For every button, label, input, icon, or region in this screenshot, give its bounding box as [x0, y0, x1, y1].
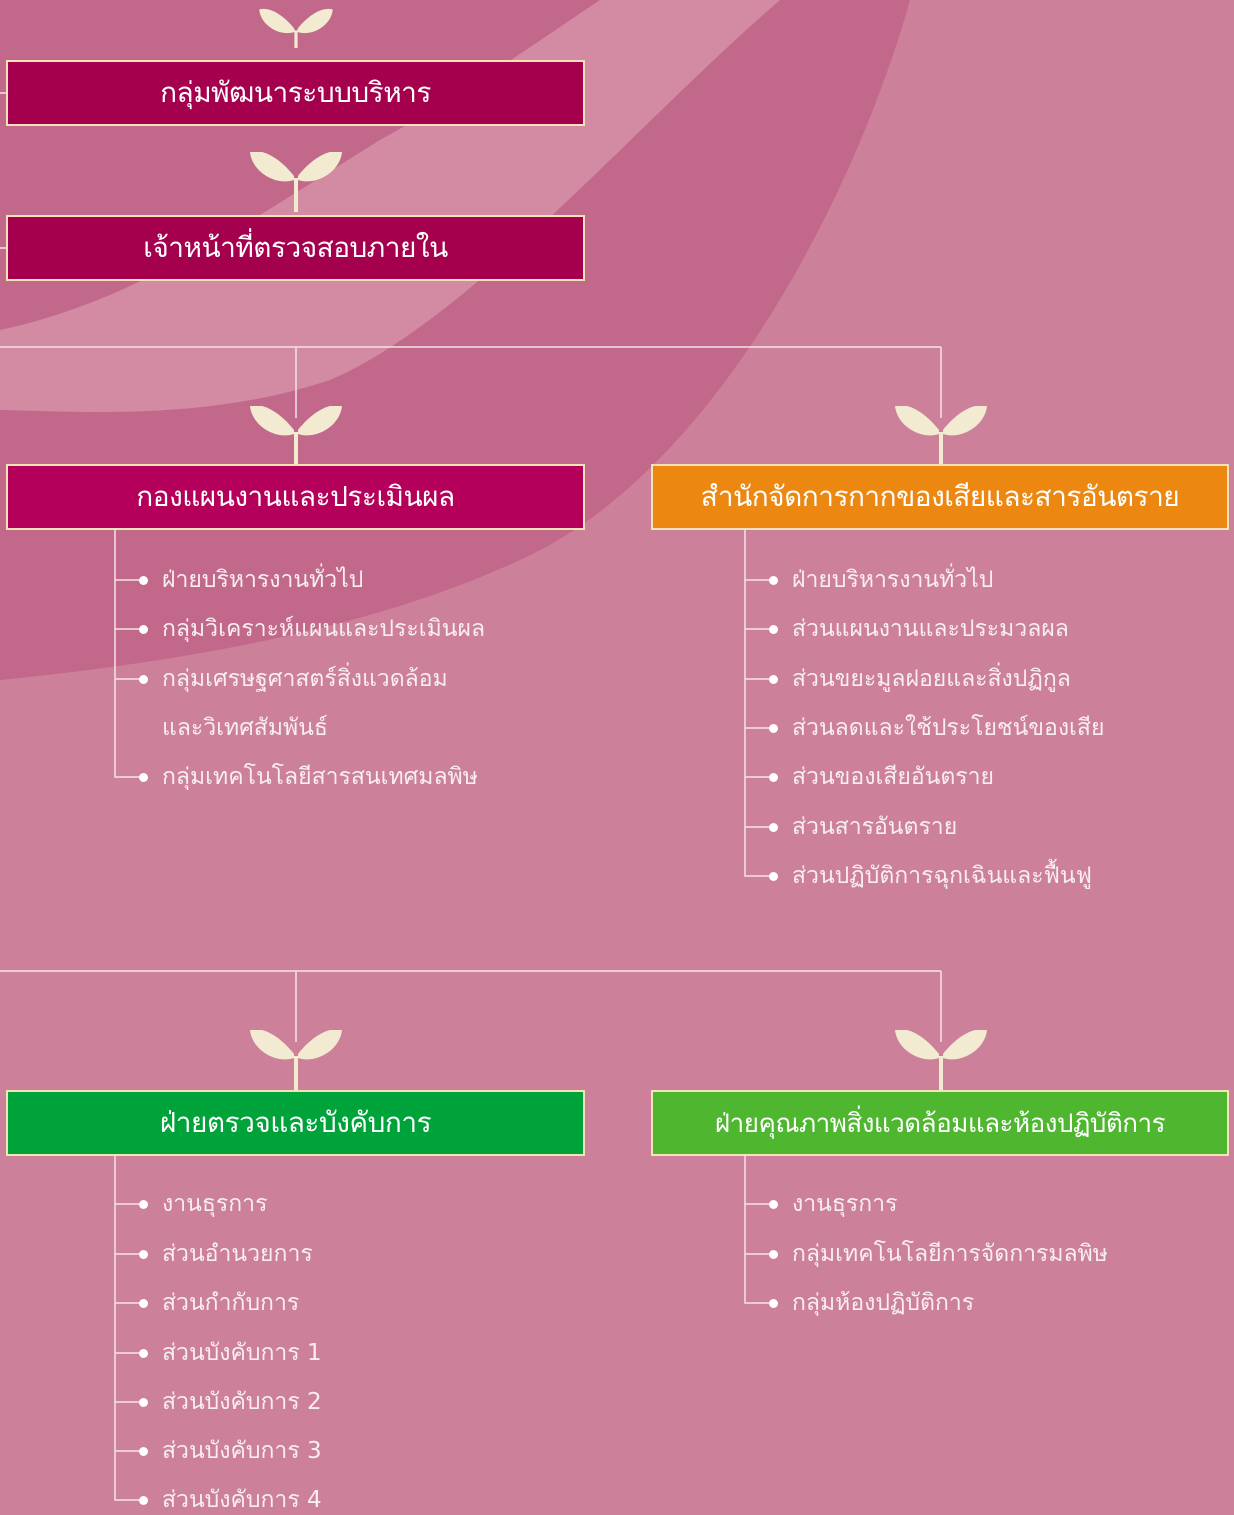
list-item: งานธุรการ [792, 1191, 898, 1217]
sprout-icon [250, 152, 342, 212]
bullet-dot [139, 1200, 148, 1209]
sprout-icon [895, 1030, 987, 1090]
list-item: ส่วนบังคับการ 2 [162, 1389, 322, 1415]
bullet-dot [139, 675, 148, 684]
unit-title: ฝ่ายตรวจและบังคับการ [159, 1106, 432, 1139]
unit-title: กองแผนงานและประเมินผล [136, 480, 455, 513]
bullet-dot [139, 1447, 148, 1456]
list-item: งานธุรการ [162, 1191, 268, 1217]
bullet-dot [769, 1299, 778, 1308]
list-item: ส่วนบังคับการ 4 [162, 1487, 322, 1513]
list-item: ส่วนแผนงานและประมวลผล [792, 616, 1069, 642]
sprout-icon [250, 406, 342, 466]
bullet-dot [139, 1250, 148, 1259]
bullet-dot [769, 724, 778, 733]
unit-box-admin-development: กลุ่มพัฒนาระบบบริหาร [6, 60, 585, 126]
connector-lines [0, 92, 942, 1501]
list-item: ส่วนปฏิบัติการฉุกเฉินและฟื้นฟู [792, 863, 1092, 889]
sprout-icon [895, 406, 987, 466]
unit-box-internal-audit: เจ้าหน้าที่ตรวจสอบภายใน [6, 215, 585, 281]
unit-box-waste-hazard: สำนักจัดการกากของเสียและสารอันตราย [651, 464, 1229, 530]
unit-title: เจ้าหน้าที่ตรวจสอบภายใน [143, 231, 448, 264]
bullet-dot [769, 1200, 778, 1209]
list-item: กลุ่มเทคโนโลยีสารสนเทศมลพิษ [162, 764, 478, 790]
list-item: กลุ่มเศรษฐศาสตร์สิ่งแวดล้อม [162, 666, 448, 692]
sprout-icon [259, 8, 333, 48]
swoosh-light [0, 0, 780, 412]
bullet-dot [769, 773, 778, 782]
list-item: ส่วนของเสียอันตราย [792, 764, 995, 790]
list-item: กลุ่มเทคโนโลยีการจัดการมลพิษ [792, 1241, 1108, 1267]
unit-title: ฝ่ายคุณภาพสิ่งแวดล้อมและห้องปฏิบัติการ [714, 1108, 1166, 1139]
bullet-dot [139, 576, 148, 585]
bullet-dot [769, 675, 778, 684]
bullet-dot [139, 625, 148, 634]
list-item: ส่วนลดและใช้ประโยชน์ของเสีย [792, 715, 1105, 741]
list-item: ฝ่ายบริหารงานทั่วไป [792, 567, 994, 593]
list-item: ส่วนกำกับการ [162, 1290, 300, 1316]
list-item: ส่วนอำนวยการ [162, 1241, 313, 1267]
list-item-continuation: และวิเทศสัมพันธ์ [162, 715, 328, 741]
list-item: กลุ่มวิเคราะห์แผนและประเมินผล [162, 616, 486, 642]
list-item: ส่วนบังคับการ 1 [162, 1340, 322, 1366]
bullet-dot [769, 872, 778, 881]
unit-title: กลุ่มพัฒนาระบบบริหาร [160, 76, 431, 109]
bullet-dot [139, 1398, 148, 1407]
unit-box-plan-eval: กองแผนงานและประเมินผล [6, 464, 585, 530]
list-item: ส่วนสารอันตราย [792, 814, 958, 840]
unit-box-env-quality-lab: ฝ่ายคุณภาพสิ่งแวดล้อมและห้องปฏิบัติการ [651, 1090, 1229, 1156]
bullet-dot [139, 1496, 148, 1505]
list-item: ส่วนขยะมูลฝอยและสิ่งปฏิกูล [792, 666, 1071, 692]
bullet-dot [769, 625, 778, 634]
unit-box-inspection: ฝ่ายตรวจและบังคับการ [6, 1090, 585, 1156]
bullet-dot [139, 1349, 148, 1358]
list-item: ส่วนบังคับการ 3 [162, 1438, 322, 1464]
bullet-dot [139, 1299, 148, 1308]
bullet-dot [769, 1250, 778, 1259]
unit-title: สำนักจัดการกากของเสียและสารอันตราย [700, 480, 1180, 513]
list-item: กลุ่มห้องปฏิบัติการ [792, 1290, 975, 1316]
bullet-dot [769, 823, 778, 832]
list-item: ฝ่ายบริหารงานทั่วไป [162, 567, 364, 593]
sprout-icon [250, 1030, 342, 1090]
bullet-dot [139, 773, 148, 782]
bullet-dot [769, 576, 778, 585]
